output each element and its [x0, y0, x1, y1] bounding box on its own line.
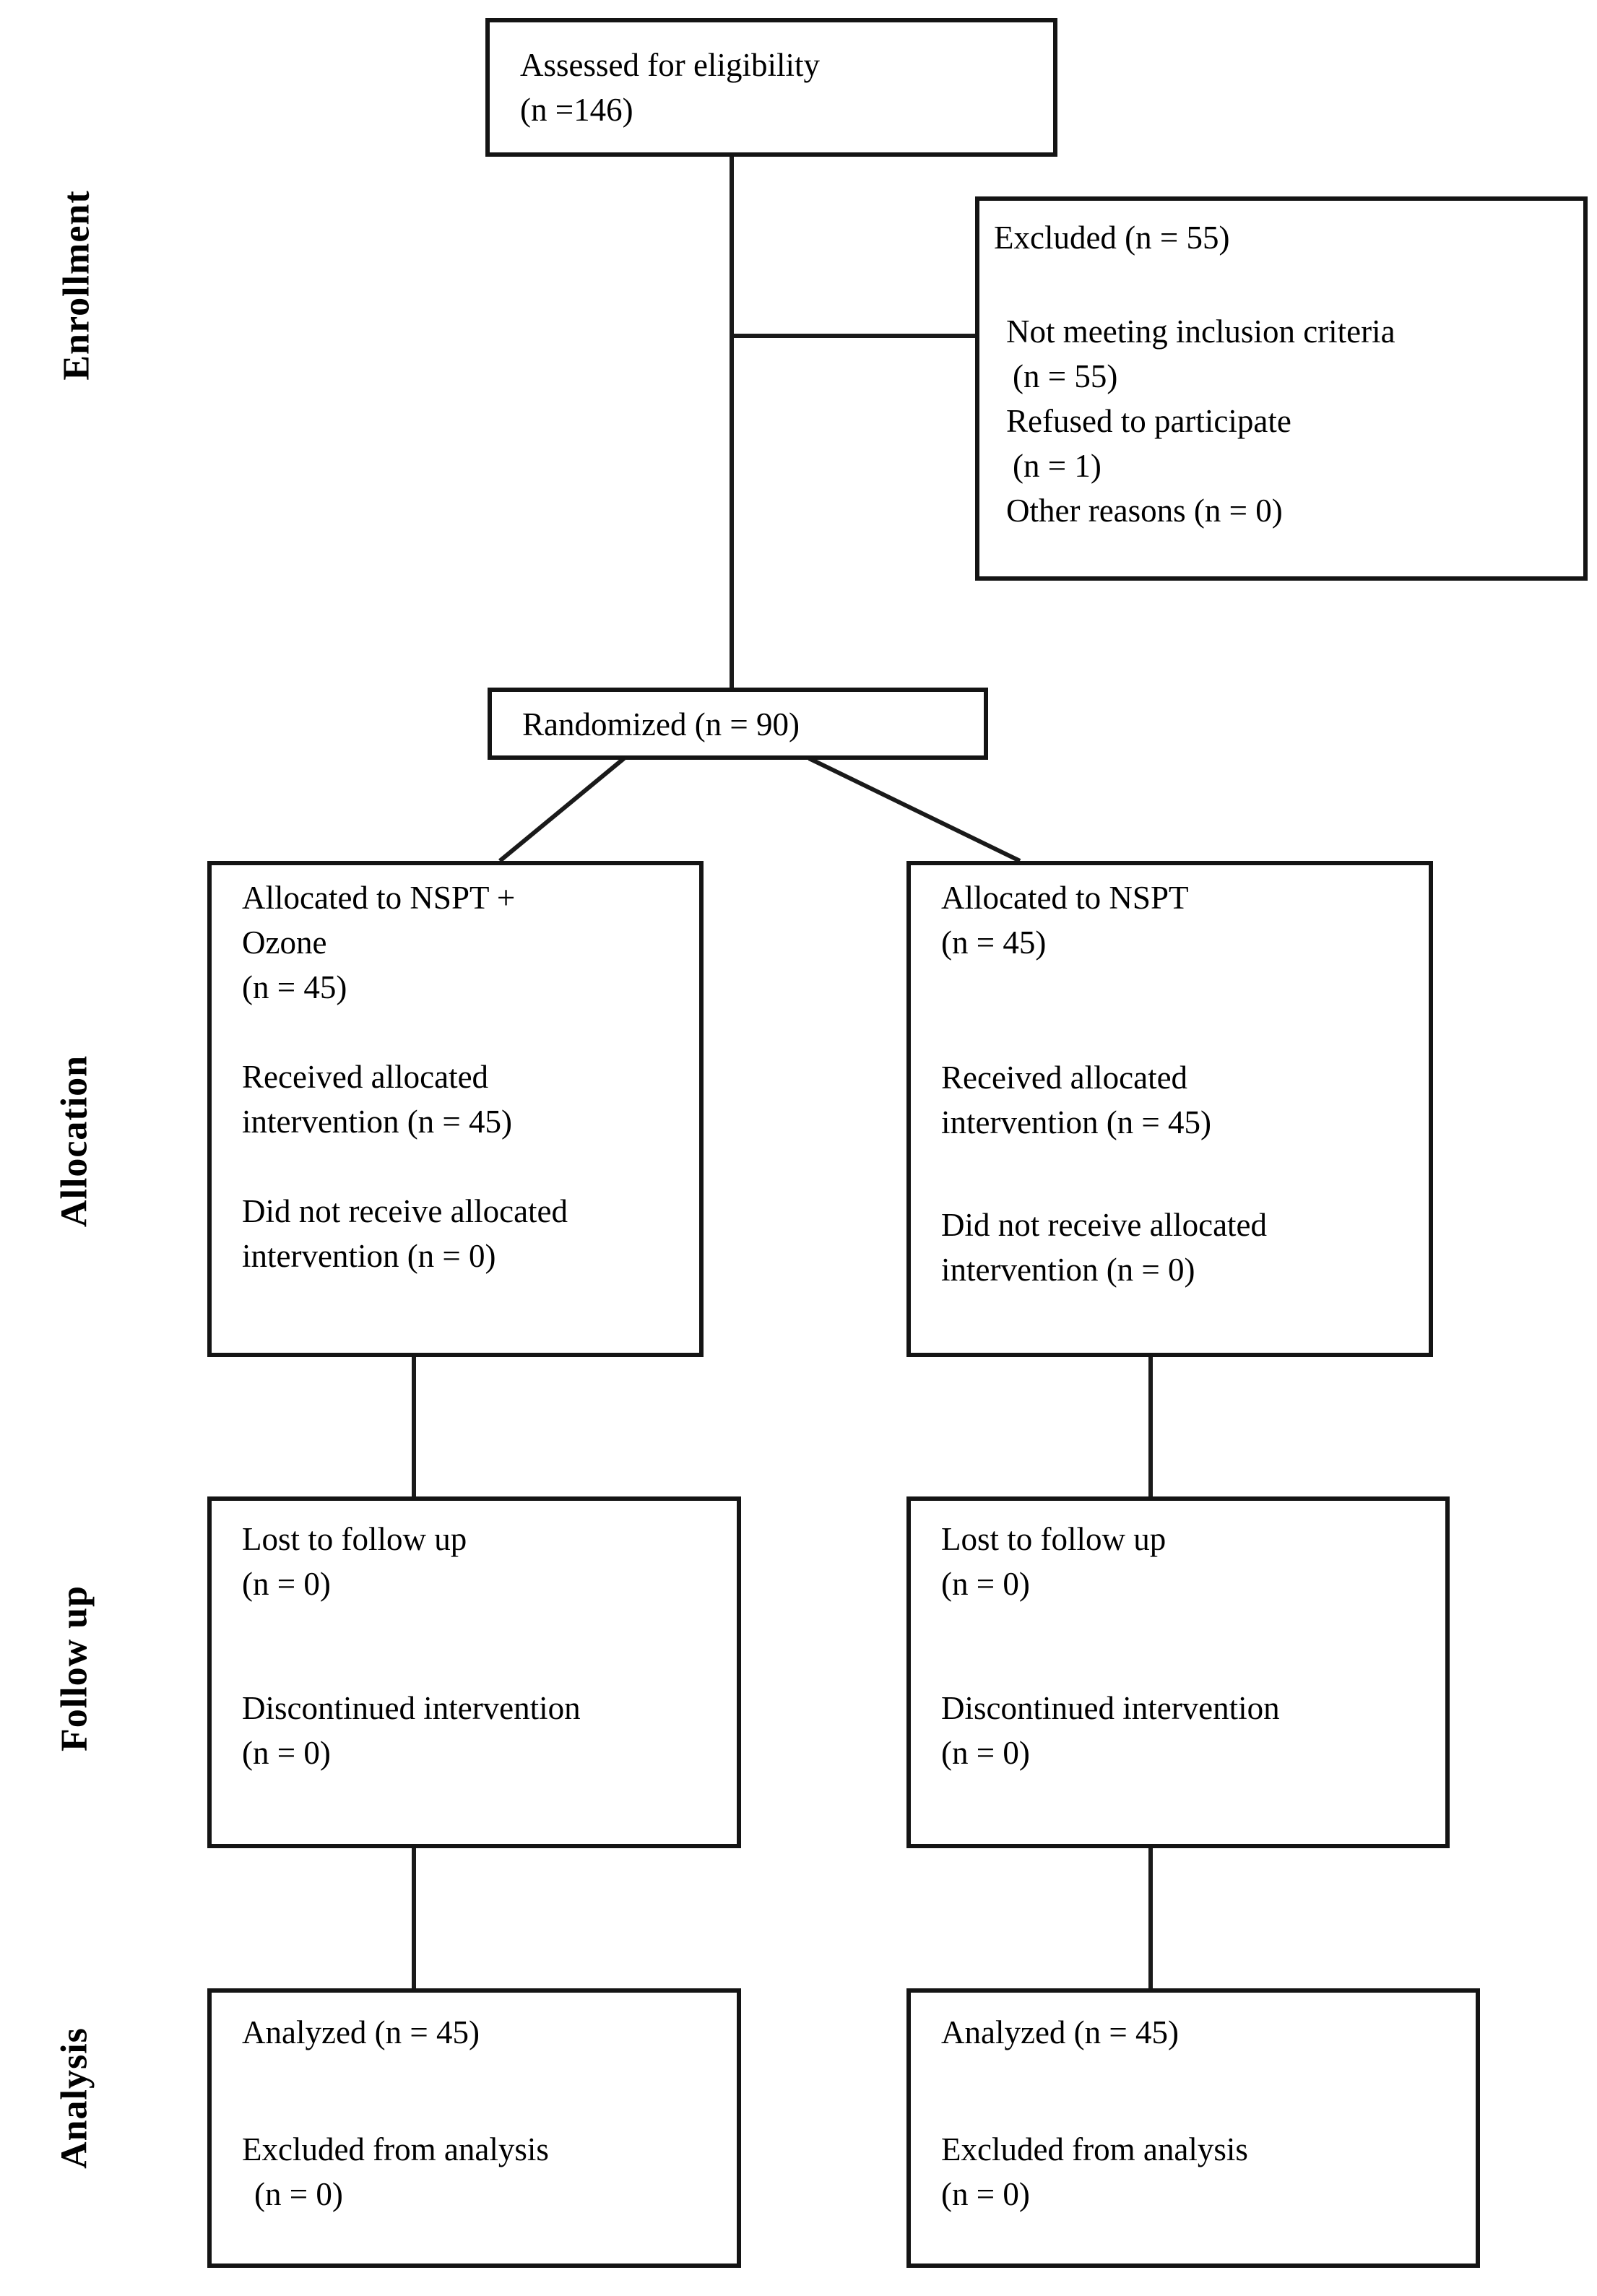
analyzed-right-box: Analyzed (n = 45) Excluded from analysis…: [906, 1988, 1480, 2268]
box-text-line: Analyzed (n = 45): [941, 2014, 1180, 2050]
box-text-line: (n = 0): [941, 1735, 1030, 1771]
connector-randomized-to-right-allocation: [808, 756, 1021, 863]
box-text-line: (n = 0): [941, 1566, 1030, 1602]
box-text-line: Discontinued intervention: [941, 1690, 1280, 1726]
box-text-line: intervention (n = 0): [941, 1252, 1195, 1288]
box-text-line: Did not receive allocated: [941, 1207, 1268, 1243]
box-text-line: Lost to follow up: [941, 1521, 1167, 1557]
box-text-line: Received allocated: [242, 1059, 489, 1095]
box-text-line: intervention (n = 0): [242, 1238, 496, 1274]
box-text-line: Other reasons (n = 0): [1006, 493, 1283, 529]
box-text-line: Excluded (n = 55): [994, 220, 1230, 256]
stage-label-allocation: Allocation: [53, 1054, 95, 1228]
box-text-line: Refused to participate: [1006, 403, 1291, 439]
follow-up-left-box: Lost to follow up (n = 0) Discontinued i…: [207, 1496, 741, 1848]
assessed-for-eligibility-box: Assessed for eligibility (n =146): [485, 18, 1057, 157]
box-text-line: Received allocated: [941, 1060, 1188, 1096]
allocated-nspt-ozone-box: Allocated to NSPT + Ozone (n = 45) Recei…: [207, 861, 704, 1357]
box-text-line: (n = 45): [941, 924, 1047, 961]
follow-up-right-box: Lost to follow up (n = 0) Discontinued i…: [906, 1496, 1450, 1848]
analyzed-left-box: Analyzed (n = 45) Excluded from analysis…: [207, 1988, 741, 2268]
box-text-line: Ozone: [242, 924, 327, 961]
connector-randomized-to-left-allocation: [498, 756, 626, 863]
box-text-line: (n =146): [520, 92, 633, 128]
box-text-line: Did not receive allocated: [242, 1193, 568, 1229]
randomized-box: Randomized (n = 90): [488, 688, 988, 760]
box-text-line: Not meeting inclusion criteria: [1006, 313, 1395, 350]
box-text-line: (n = 0): [242, 1735, 331, 1771]
stage-label-follow-up: Follow up: [53, 1585, 95, 1752]
box-text-line: intervention (n = 45): [242, 1104, 513, 1140]
box-text-line: Excluded from analysis: [242, 2131, 549, 2167]
box-text-line: Lost to follow up: [242, 1521, 467, 1557]
stage-label-enrollment: Enrollment: [56, 190, 98, 381]
box-text-line: Randomized (n = 90): [522, 706, 800, 742]
box-text-line: Discontinued intervention: [242, 1690, 581, 1726]
excluded-box: Excluded (n = 55) Not meeting inclusion …: [975, 196, 1588, 581]
box-text-line: (n = 0): [254, 2176, 343, 2212]
box-text-line: (n = 1): [1013, 448, 1102, 484]
box-text-line: Allocated to NSPT +: [242, 880, 516, 916]
box-text-line: Excluded from analysis: [941, 2131, 1248, 2167]
box-text-line: (n = 0): [941, 2176, 1030, 2212]
box-text-line: intervention (n = 45): [941, 1104, 1212, 1140]
box-text-line: (n = 0): [242, 1566, 331, 1602]
box-text-line: (n = 55): [1013, 358, 1118, 394]
box-text-line: Analyzed (n = 45): [242, 2014, 480, 2050]
allocated-nspt-box: Allocated to NSPT (n = 45) Received allo…: [906, 861, 1433, 1357]
box-text-line: Assessed for eligibility: [520, 47, 820, 83]
box-text-line: Allocated to NSPT: [941, 880, 1189, 916]
stage-label-analysis: Analysis: [53, 2027, 95, 2169]
box-text-line: (n = 45): [242, 969, 347, 1005]
